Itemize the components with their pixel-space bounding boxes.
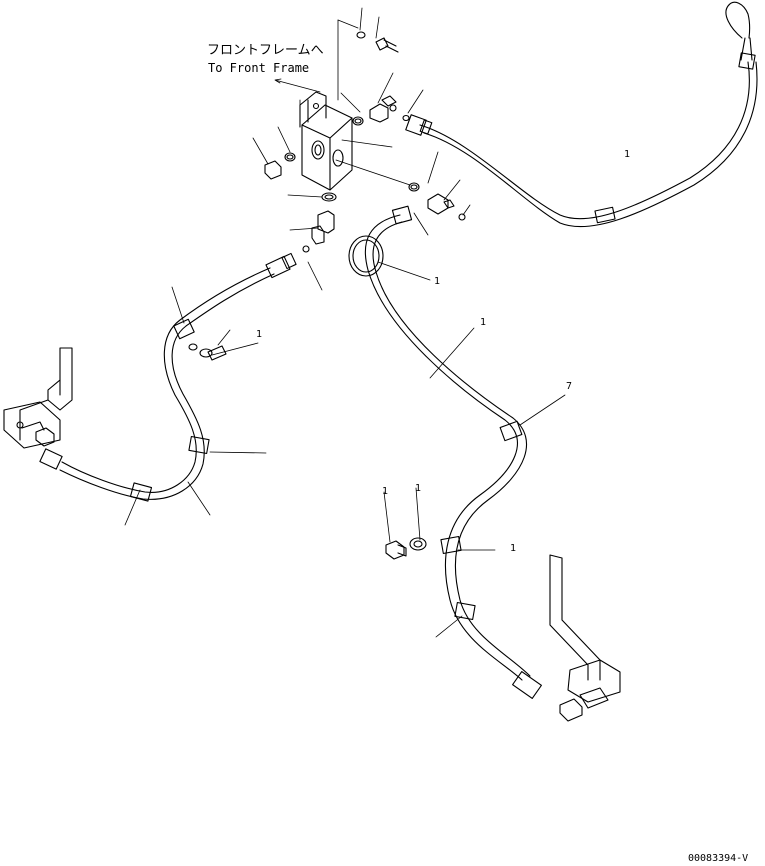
- hose-left: [39, 252, 297, 502]
- callout-number: 7: [566, 381, 573, 392]
- callout-number: 1: [510, 543, 517, 554]
- fittings-around-block: [264, 31, 466, 253]
- bracket-left: [3, 347, 73, 449]
- callout-number: 1: [382, 486, 389, 497]
- hose-lower-right: [348, 205, 542, 699]
- hose-right-upper: [405, 1, 758, 228]
- callout-number: 1: [480, 317, 487, 328]
- callout-number: 1: [434, 276, 441, 287]
- callout-number: 1: [624, 149, 631, 160]
- valve-block: [299, 91, 353, 191]
- drawing-code: 00083394-V: [688, 853, 749, 864]
- destination-label-japanese: フロントフレームへ: [207, 43, 324, 58]
- bracket-right: [549, 554, 621, 722]
- callout-number: 1: [415, 483, 422, 494]
- leader-lines: [124, 7, 566, 638]
- destination-label-english: To Front Frame: [208, 61, 310, 75]
- callout-number: 1: [256, 329, 263, 340]
